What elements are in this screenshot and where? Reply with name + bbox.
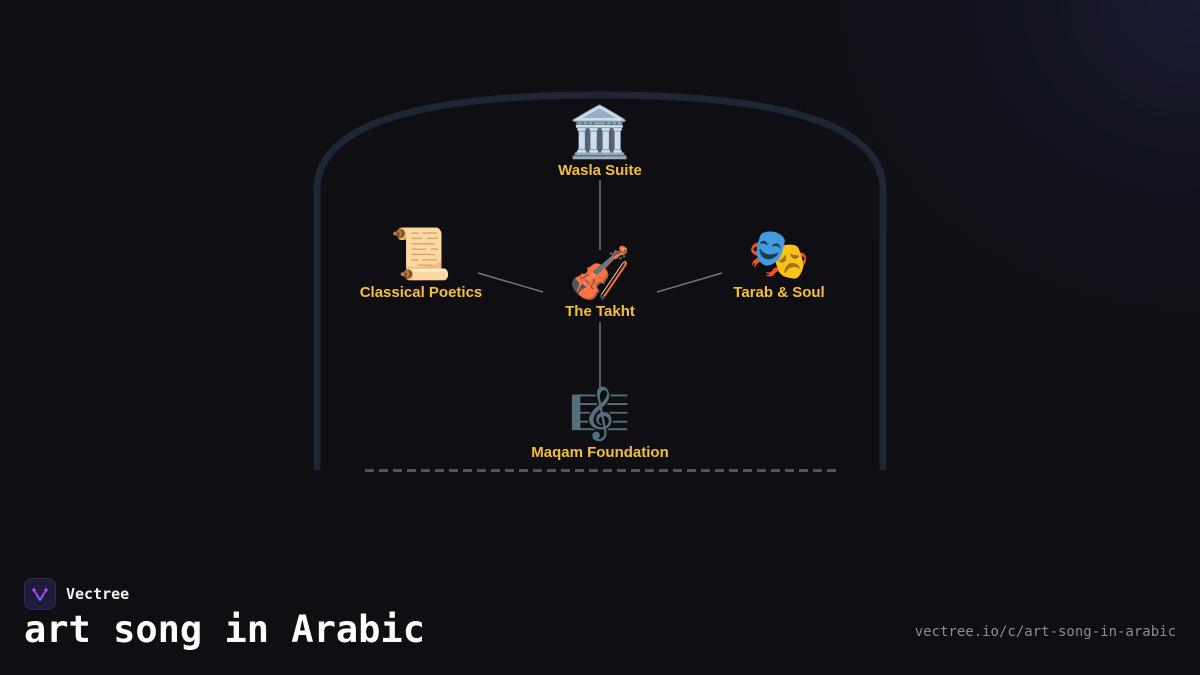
musical-score-icon: 🎼 — [568, 385, 632, 443]
node-label: Classical Poetics — [359, 284, 483, 301]
node-wasla-suite[interactable]: 🏛️ Wasla Suite — [500, 104, 700, 179]
corner-glow — [600, 0, 1200, 520]
node-classical-poetics[interactable]: 📜 Classical Poetics — [321, 226, 521, 301]
node-label: Maqam Foundation — [531, 444, 669, 461]
edge-tarab-takht — [656, 272, 723, 293]
page-title: art song in Arabic — [24, 608, 425, 651]
performing-arts-masks-icon: 🎭 — [747, 225, 811, 283]
node-label: Wasla Suite — [558, 162, 642, 179]
violin-icon: 🎻 — [568, 244, 632, 302]
page-url[interactable]: vectree.io/c/art-song-in-arabic — [914, 624, 1176, 640]
scroll-icon: 📜 — [389, 225, 453, 283]
node-label: Tarab & Soul — [733, 284, 825, 301]
classical-building-icon: 🏛️ — [568, 103, 632, 161]
brand-name: Vectree — [66, 585, 130, 603]
arch-frame — [313, 91, 887, 470]
vectree-logo-icon — [24, 578, 56, 610]
node-tarab-and-soul[interactable]: 🎭 Tarab & Soul — [679, 226, 879, 301]
node-label: The Takht — [565, 303, 635, 320]
node-the-takht[interactable]: 🎻 The Takht — [500, 245, 700, 320]
node-maqam-foundation[interactable]: 🎼 Maqam Foundation — [500, 386, 700, 461]
edge-poetics-takht — [477, 272, 544, 293]
brand[interactable]: Vectree — [24, 577, 129, 611]
